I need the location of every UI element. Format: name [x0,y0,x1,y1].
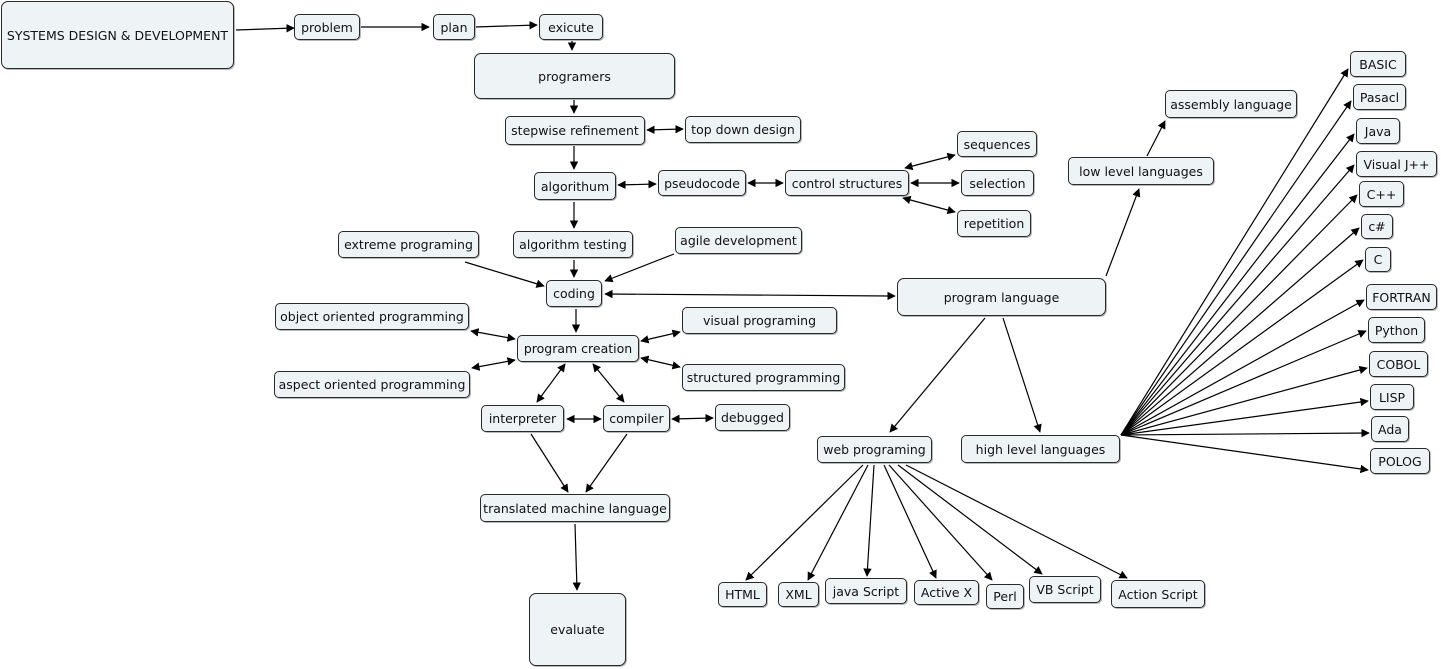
connector-arrow [592,363,625,403]
node-extreme-programing[interactable]: extreme programing [338,231,479,258]
node-python[interactable]: Python [1368,317,1425,343]
connector-arrow [807,464,869,581]
node-perl[interactable]: Perl [986,584,1024,609]
connector-arrow [671,413,714,424]
node-cobol[interactable]: COBOL [1369,351,1428,377]
connector-arrow [1120,428,1370,438]
connector-arrow [902,195,956,215]
connector-arrow [1120,259,1364,436]
node-vb-script[interactable]: VB Script [1029,576,1101,603]
connector-arrow [474,21,538,30]
connector-arrow [470,328,516,342]
connector-arrow [530,433,569,493]
connector-arrow [646,125,684,134]
connector-arrow [640,355,681,370]
node-plan[interactable]: plan [433,14,475,40]
node-coding[interactable]: coding [546,280,602,307]
node-control-structures[interactable]: control structures [785,170,909,196]
node-programers[interactable]: programers [474,53,675,99]
connector-arrow [745,464,864,581]
connector-arrow [572,523,581,591]
node-web-programing[interactable]: web programing [817,436,932,463]
node-lisp[interactable]: LISP [1370,384,1414,410]
node-xml[interactable]: XML [778,582,819,607]
node-program-creation[interactable]: program creation [517,335,639,362]
connector-arrow [1120,397,1369,436]
node-csharp[interactable]: c# [1361,214,1393,239]
node-html[interactable]: HTML [718,582,767,607]
node-active-x[interactable]: Active X [914,580,979,605]
node-low-level-languages[interactable]: low level languages [1068,157,1214,185]
connector-arrow [897,464,1043,575]
node-aspect-oriented-programming[interactable]: aspect oriented programming [274,371,470,398]
connector-arrow [905,464,1128,579]
node-cpp[interactable]: C++ [1359,181,1404,207]
connector-arrow [889,317,986,433]
node-structured-programming[interactable]: structured programming [682,364,845,391]
node-visual-programing[interactable]: visual programing [682,307,837,334]
connector-arrow [604,253,675,283]
connector-arrow [1120,68,1349,436]
connector-arrow [1120,164,1355,436]
node-selection[interactable]: selection [961,170,1034,196]
node-evaluate[interactable]: evaluate [529,593,626,666]
connector-arrow [604,289,896,301]
node-pseudocode[interactable]: pseudocode [658,170,746,196]
connector-arrow [1146,120,1166,157]
node-c[interactable]: C [1365,247,1391,272]
node-repetition[interactable]: repetition [957,210,1031,237]
node-visual-jpp[interactable]: Visual J++ [1356,151,1437,177]
node-fortran[interactable]: FORTRAN [1366,284,1437,310]
node-compiler[interactable]: compiler [603,405,670,432]
connector-arrow [640,329,681,344]
connector-arrow [1120,194,1358,436]
connector-arrow [1120,299,1365,436]
node-object-oriented-programming[interactable]: object oriented programming [275,303,469,330]
connector-arrow [904,152,956,171]
node-interpreter[interactable]: interpreter [481,405,564,432]
node-high-level-languages[interactable]: high level languages [961,435,1120,463]
connector-arrow [1120,365,1368,436]
node-algorithm-testing[interactable]: algorithm testing [513,231,633,258]
connector-arrow [235,24,295,33]
node-exicute[interactable]: exicute [539,14,603,40]
connector-arrow [617,180,657,189]
node-top-down-design[interactable]: top down design [685,116,801,143]
connector-arrow [1120,100,1352,436]
connector-arrow [1120,227,1360,436]
node-java-script[interactable]: java Script [825,578,907,604]
connector-arrow [888,464,993,581]
node-translated-machine-language[interactable]: translated machine language [480,494,670,522]
node-action-script[interactable]: Action Script [1111,580,1205,608]
connector-arrow [1105,188,1141,277]
connector-arrow [863,464,875,577]
node-pasacl[interactable]: Pasacl [1353,84,1406,110]
connector-arrow [1120,434,1369,474]
node-sequences[interactable]: sequences [957,131,1037,157]
connector-arrow [1002,317,1042,433]
node-basic[interactable]: BASIC [1350,51,1406,77]
connector-arrow [883,464,937,579]
node-debugged[interactable]: debugged [715,404,790,431]
connector-arrow [585,433,628,493]
node-assembly-language[interactable]: assembly language [1165,90,1297,118]
connector-arrow [1120,133,1355,436]
node-stepwise-refinement[interactable]: stepwise refinement [505,116,645,145]
node-algorithum[interactable]: algorithum [534,172,616,200]
connector-arrow [471,357,516,371]
node-agile-development[interactable]: agile development [675,227,802,254]
node-problem[interactable]: problem [294,14,360,40]
node-systems-design[interactable]: SYSTEMS DESIGN & DEVELOPMENT [1,1,234,69]
connector-arrow [536,363,566,403]
node-java[interactable]: Java [1356,118,1400,144]
node-program-language[interactable]: program language [897,278,1106,316]
connector-arrow [1120,330,1367,436]
node-ada[interactable]: Ada [1371,416,1409,442]
connector-arrow [464,261,545,288]
node-prolog[interactable]: POLOG [1370,448,1430,474]
